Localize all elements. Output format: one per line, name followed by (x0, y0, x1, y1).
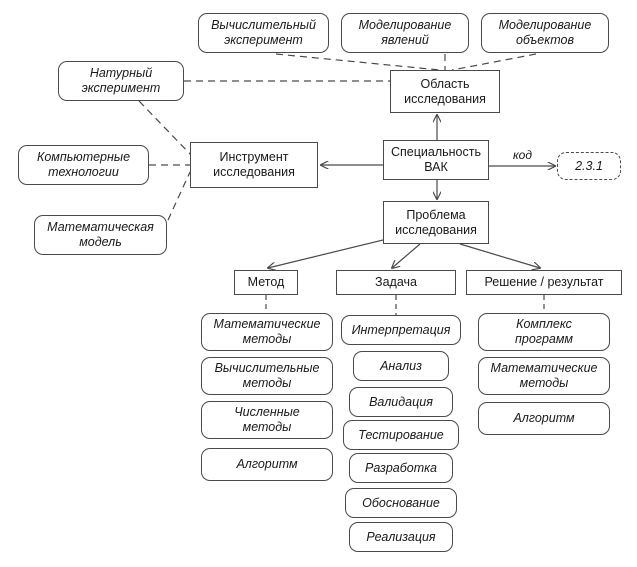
node-reshenie-1[interactable]: Комплекс программ (478, 313, 610, 351)
node-oblast-issledovaniya[interactable]: Область исследования (390, 70, 500, 113)
edge-problema-to-metod (268, 239, 384, 268)
node-zadacha-6[interactable]: Обоснование (345, 488, 457, 518)
node-metod-1[interactable]: Математические методы (201, 313, 333, 351)
edge-matmodel-to-instrument (162, 171, 191, 232)
node-spetsialnost-vak[interactable]: Специальность ВАК (383, 140, 489, 180)
node-matematicheskaya-model[interactable]: Математическая модель (34, 215, 167, 255)
edge-problema-to-zadacha (392, 243, 421, 268)
node-zadacha-4[interactable]: Тестирование (343, 420, 459, 450)
edge-problema-to-reshenie (459, 243, 540, 268)
node-zadacha-2[interactable]: Анализ (353, 351, 449, 381)
node-kod-2-3-1[interactable]: 2.3.1 (557, 152, 621, 180)
node-zadacha-7[interactable]: Реализация (349, 522, 453, 552)
node-zadacha[interactable]: Задача (336, 270, 456, 295)
node-reshenie-2[interactable]: Математические методы (478, 357, 610, 395)
node-model-obektov[interactable]: Моделирование объектов (481, 13, 609, 53)
node-metod-3[interactable]: Численные методы (201, 401, 333, 439)
node-instrument-issledovaniya[interactable]: Инструмент исследования (190, 142, 318, 188)
node-model-yavleniy[interactable]: Моделирование явлений (341, 13, 469, 53)
node-zadacha-1[interactable]: Интерпретация (341, 315, 461, 345)
edge-label-kod-label: код (513, 148, 532, 162)
node-reshenie-3[interactable]: Алгоритм (478, 402, 610, 435)
node-zadacha-5[interactable]: Разработка (349, 453, 453, 483)
node-metod-2[interactable]: Вычислительные методы (201, 357, 333, 395)
node-metod-4[interactable]: Алгоритм (201, 448, 333, 481)
edge-vych-eksperiment-to-oblast (275, 53, 441, 71)
node-naturny-eksperiment[interactable]: Натурный эксперимент (58, 61, 184, 101)
node-kompyuternye-tehnologii[interactable]: Компьютерные технологии (18, 145, 149, 185)
edge-model-obektov-to-oblast (451, 53, 537, 71)
node-zadacha-3[interactable]: Валидация (349, 387, 453, 417)
node-metod[interactable]: Метод (234, 270, 298, 295)
node-vych-eksperiment[interactable]: Вычислительный эксперимент (198, 13, 329, 53)
node-problema-issledovaniya[interactable]: Проблема исследования (383, 201, 489, 244)
node-reshenie-rezultat[interactable]: Решение / результат (466, 270, 622, 295)
